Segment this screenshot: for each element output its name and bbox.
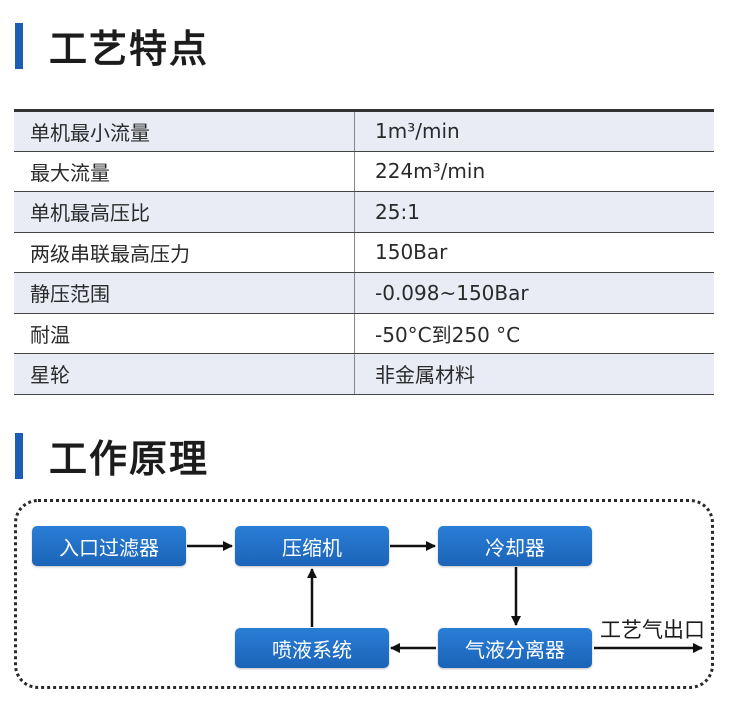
spec-label: 两级串联最高压力 [14, 232, 355, 273]
spec-label: 耐温 [14, 313, 355, 354]
spec-table: 单机最小流量 1m³/min 最大流量 224m³/min 单机最高压比 25:… [14, 109, 714, 395]
flow-box-inlet-filter: 入口过滤器 [32, 526, 186, 566]
process-gas-outlet-label: 工艺气出口 [600, 618, 705, 642]
spec-label: 最大流量 [14, 151, 355, 192]
section-accent-bar [15, 432, 23, 479]
process-flow-frame [14, 499, 714, 689]
principle-title: 工作原理 [49, 437, 210, 481]
principle-header: 工作原理 [15, 428, 209, 483]
spec-label: 单机最小流量 [14, 109, 355, 152]
spec-value: 非金属材料 [354, 353, 714, 395]
table-row: 两级串联最高压力 150Bar [14, 232, 714, 273]
table-row: 单机最小流量 1m³/min [14, 109, 714, 152]
spec-value: 1m³/min [354, 109, 714, 152]
spec-label: 静压范围 [14, 272, 355, 314]
table-row: 最大流量 224m³/min [14, 151, 714, 192]
flow-box-cooler: 冷却器 [438, 526, 592, 566]
spec-label: 星轮 [14, 353, 355, 395]
spec-label: 单机最高压比 [14, 191, 355, 233]
table-row: 耐温 -50°C到250 °C [14, 313, 714, 354]
spec-value: 224m³/min [354, 151, 714, 192]
section-accent-bar [15, 22, 23, 69]
features-title: 工艺特点 [49, 27, 210, 71]
table-row: 星轮 非金属材料 [14, 353, 714, 395]
flow-box-separator: 气液分离器 [438, 628, 592, 668]
table-row: 静压范围 -0.098~150Bar [14, 272, 714, 314]
spec-value: 150Bar [354, 232, 714, 273]
table-row: 单机最高压比 25:1 [14, 191, 714, 233]
features-header: 工艺特点 [15, 18, 209, 73]
flow-box-injection-system: 喷液系统 [235, 628, 389, 668]
spec-value: -50°C到250 °C [354, 313, 714, 354]
flow-box-compressor: 压缩机 [235, 526, 389, 566]
spec-value: -0.098~150Bar [354, 272, 714, 314]
spec-value: 25:1 [354, 191, 714, 233]
